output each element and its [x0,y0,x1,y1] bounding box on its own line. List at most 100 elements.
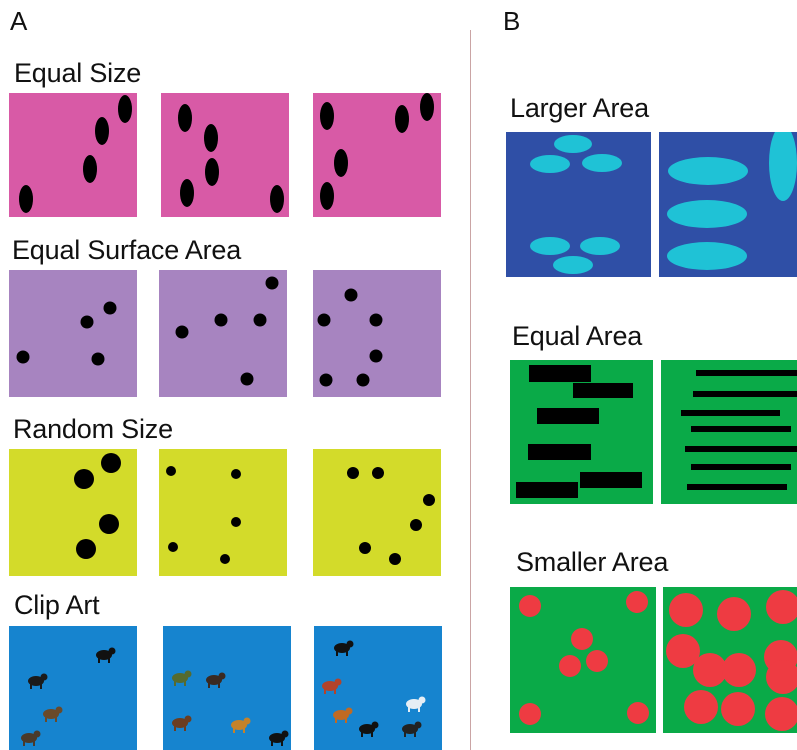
clip-art-stimulus [163,626,291,750]
black-bar [691,464,791,470]
black-dot [369,313,383,327]
panel-divider [470,30,471,750]
animal-leg [404,732,406,737]
black-bar [529,365,591,382]
black-dot [175,325,189,339]
black-bar [516,482,578,498]
black-bar [687,484,787,490]
animal-leg [184,726,186,731]
row-title-equal-area: Equal Area [512,321,643,351]
animal-head [345,707,353,715]
row-title-random-size: Random Size [13,414,173,444]
animal-leg [108,658,110,663]
animal-clipart-icon [334,643,350,653]
row-title-clip-art: Clip Art [14,590,100,620]
cyan-oval [530,237,570,255]
black-dot [103,301,117,315]
animal-head [414,721,422,729]
animal-head [33,730,41,738]
animal-clipart-icon [359,724,375,734]
animal-leg [233,728,235,733]
cyan-oval [580,237,620,255]
red-circle [722,653,756,687]
black-oval [270,185,284,213]
black-bar [693,391,797,397]
black-dot [91,352,105,366]
black-dot [265,276,279,290]
row-title-larger-area: Larger Area [510,93,649,123]
cyan-oval [668,157,748,185]
cyan-oval [553,256,593,274]
cyan-oval [530,155,570,173]
animal-clipart-icon [172,718,188,728]
animal-head [418,696,426,704]
black-oval [395,105,409,133]
black-bar [685,446,797,452]
black-bar [580,472,642,488]
red-circle [666,634,700,668]
animal-leg [174,726,176,731]
black-bar [528,444,591,460]
animal-leg [271,741,273,746]
animal-clipart-icon [43,709,59,719]
equal-size-stimulus [161,93,289,217]
black-bar [681,410,780,416]
black-dot [389,553,401,565]
animal-head [108,647,116,655]
black-oval [205,158,219,186]
red-circle [559,655,581,677]
black-oval [178,104,192,132]
cyan-oval [667,200,747,228]
animal-head [218,672,226,680]
equal-area-stimulus-left [510,360,653,504]
black-dot [240,372,254,386]
black-oval [204,124,218,152]
animal-clipart-icon [28,676,44,686]
animal-head [184,670,192,678]
black-dot [372,467,384,479]
animal-clipart-icon [21,733,37,743]
black-dot [410,519,422,531]
black-oval [320,182,334,210]
animal-leg [218,683,220,688]
animal-head [55,706,63,714]
panel-b-letter: B [503,6,521,36]
black-dot [231,517,241,527]
equal-surface-area-stimulus [159,270,287,397]
red-circle [669,593,703,627]
animal-leg [336,651,338,656]
animal-leg [45,717,47,722]
black-dot [423,494,435,506]
red-circle [721,692,755,726]
animal-leg [174,681,176,686]
black-dot [99,514,119,534]
black-oval [320,102,334,130]
animal-leg [361,732,363,737]
row-title-equal-size: Equal Size [14,58,142,88]
black-dot [80,315,94,329]
black-dot [214,313,228,327]
animal-leg [33,741,35,746]
black-dot [74,469,94,489]
red-circle [519,703,541,725]
red-circle [717,597,751,631]
black-bar [696,370,797,376]
random-size-stimulus [9,449,137,576]
row-title-smaller-area: Smaller Area [516,547,669,577]
animal-leg [345,718,347,723]
random-size-stimulus [159,449,287,576]
smaller-area-stimulus-right [663,587,797,733]
animal-leg [55,717,57,722]
animal-leg [324,689,326,694]
clip-art-stimulus [314,626,442,750]
red-circle [684,690,718,724]
animal-leg [371,732,373,737]
animal-clipart-icon [206,675,222,685]
animal-head [334,678,342,686]
black-oval [334,149,348,177]
red-circle [519,595,541,617]
black-dot [16,350,30,364]
smaller-area-stimulus-left [510,587,656,733]
animal-leg [184,681,186,686]
red-circle [586,650,608,672]
